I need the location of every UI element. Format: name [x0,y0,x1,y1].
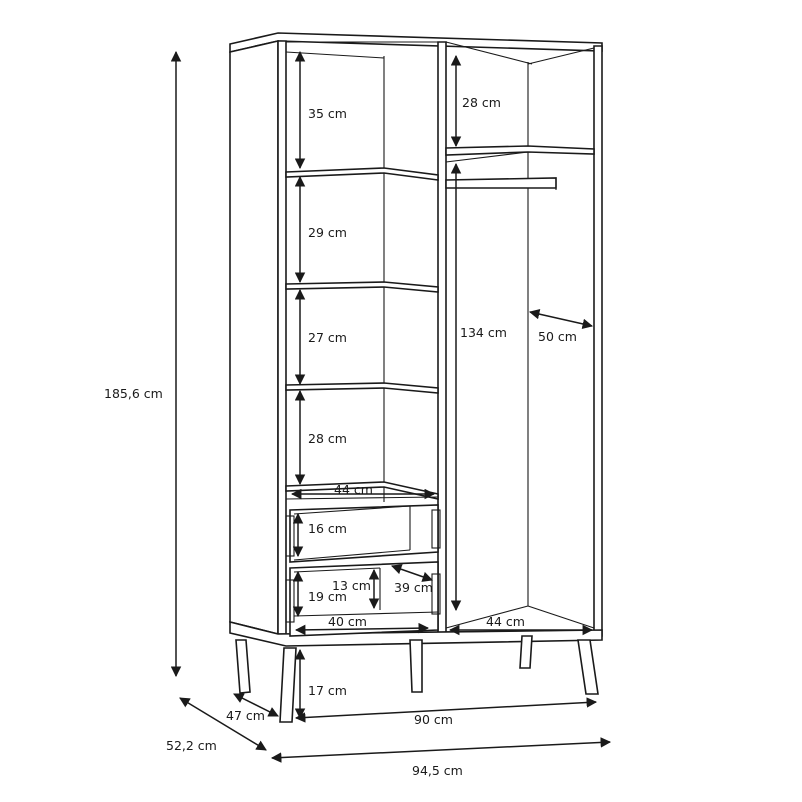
leg-rear-left [279,647,297,723]
label-right-depth: 50 cm [538,329,577,344]
label-overall-depth: 52,2 cm [166,738,217,753]
dim-right-depth [528,308,594,330]
dimension-lines [170,50,612,763]
label-inner-width: 90 cm [414,712,453,727]
right-compartment [445,145,595,190]
label-overall-width: 94,5 cm [412,763,463,778]
label-shelf-4: 28 cm [308,431,347,446]
label-leg-height: 17 cm [308,683,347,698]
shelf-4 [285,481,439,500]
label-right-top: 28 cm [462,95,501,110]
upper-drawer [289,504,439,563]
dim-drawer-depth [391,564,433,582]
label-shelf-2: 29 cm [308,225,347,240]
shelf-1 [285,167,439,181]
label-overall-height: 185,6 cm [104,386,163,401]
right-shelf [445,145,595,156]
lower-drawer-runner-right [431,573,441,615]
hanging-rail [445,177,557,189]
left-shelves [285,167,439,500]
label-shelf-3: 27 cm [308,330,347,345]
left-side-panel [229,39,279,636]
middle-divider [437,41,447,637]
leg-rear-right [577,639,599,695]
label-right-width: 44 cm [486,614,525,629]
shelf-3 [285,382,439,394]
label-leg-depth: 47 cm [226,708,265,723]
label-drawer-depth: 39 cm [394,580,433,595]
legs [235,635,599,723]
dim-inner-width [294,697,598,723]
label-upper-drawer: 16 cm [308,521,347,536]
shelf-2 [285,281,439,293]
dim-overall-depth [179,697,267,751]
leg-front-right [519,635,533,669]
label-lower-drawer: 19 cm [308,589,347,604]
label-lower-drawer-inner: 13 cm [332,578,371,593]
leg-front-left [235,639,251,694]
leg-rear-mid [409,639,423,693]
upper-drawer-runner-right [431,509,441,549]
dimension-labels: 185,6 cm 35 cm 29 cm 27 cm 28 cm 44 cm 1… [104,95,577,778]
label-shelf-width: 44 cm [334,482,373,497]
left-front-edge [277,40,287,635]
label-hanging: 134 cm [460,325,507,340]
label-shelf-1: 35 cm [308,106,347,121]
dim-overall-width [270,737,612,763]
right-side-panel [593,45,603,637]
label-drawer-width: 40 cm [328,614,367,629]
dim-drawer-width [294,622,430,636]
